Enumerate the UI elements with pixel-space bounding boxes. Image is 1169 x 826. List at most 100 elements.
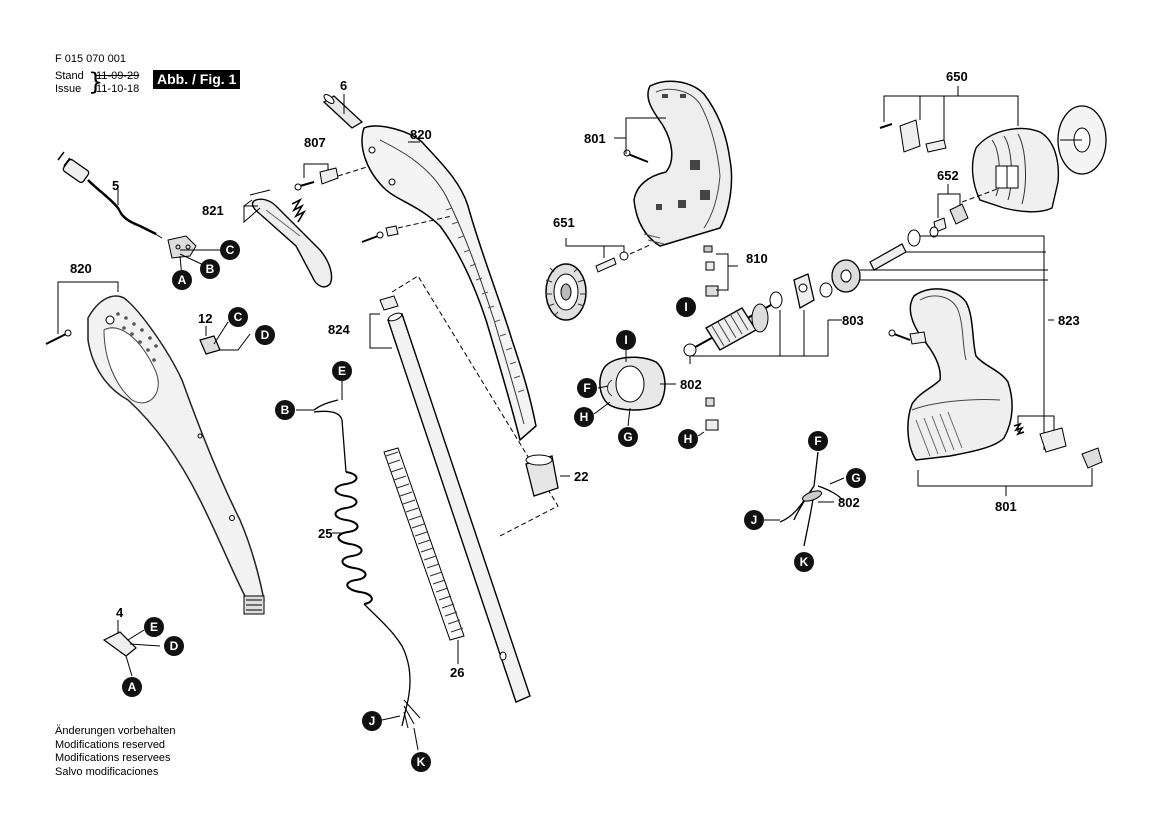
- connector-label: A: [178, 273, 187, 287]
- connector-label: F: [583, 381, 590, 395]
- dash-tube-frame: [391, 275, 559, 537]
- wheel-651: [545, 263, 587, 321]
- screw-801-upper: [623, 149, 649, 163]
- connector-label: B: [281, 403, 290, 417]
- connector-E-cable: E: [332, 361, 352, 381]
- guard-650: [971, 127, 1060, 213]
- stand-date: 11-09-29: [96, 70, 140, 82]
- bearing-small: [819, 282, 833, 298]
- brace-glyph: }: [88, 68, 104, 96]
- connector-label: E: [150, 620, 158, 634]
- main-housing-820: [361, 125, 537, 442]
- footer-line-de: Änderungen vorbehalten: [55, 725, 176, 737]
- leader-E-4: [127, 629, 145, 641]
- connector-A-4: A: [122, 677, 142, 697]
- part-label-810: 810: [746, 251, 768, 266]
- leader-K-cable: [413, 727, 419, 751]
- part-label-802-wire: 802: [838, 495, 860, 510]
- clip-801: [1039, 427, 1103, 469]
- part-label-803: 803: [842, 313, 864, 328]
- part-label-820-left: 820: [70, 261, 92, 276]
- wire-set-802: [779, 451, 843, 547]
- nut-652: [933, 203, 969, 233]
- modifications-note: Änderungen vorbehalten Modifications res…: [55, 725, 175, 779]
- footer-line-fr: Modifications reservees: [55, 752, 171, 764]
- stand-label: Stand: [55, 70, 84, 82]
- connector-D-12: D: [255, 325, 275, 345]
- connector-label: J: [369, 714, 376, 728]
- connector-C-clamp: C: [220, 240, 240, 260]
- coiled-cable-25: [313, 399, 421, 729]
- connector-A-clamp: A: [172, 270, 192, 290]
- connector-label: K: [417, 755, 426, 769]
- connector-J-wire: J: [744, 510, 764, 530]
- end-cap-22: [525, 454, 559, 497]
- connector-label: D: [170, 639, 179, 653]
- leader-810: [716, 253, 738, 291]
- footer-line-en: Modifications reserved: [55, 738, 166, 751]
- connector-B-cable: B: [275, 400, 295, 420]
- cable-clamp: [167, 235, 197, 259]
- issue-label: Issue: [55, 83, 82, 95]
- brush-holder-plate: [793, 273, 815, 310]
- grip-sleeve-6: [322, 94, 364, 129]
- dash-650: [961, 187, 1001, 203]
- document-code: F 015 070 001: [55, 53, 126, 65]
- connector-label: E: [338, 364, 346, 378]
- screw-807: [294, 181, 315, 191]
- dash-807: [337, 165, 371, 177]
- leader-H-802: [593, 401, 611, 415]
- connector-K-wire: K: [794, 552, 814, 572]
- gear-wheel: [831, 259, 861, 293]
- connector-F-802: F: [577, 378, 597, 398]
- connector-J-cable: J: [362, 711, 382, 731]
- leader-F-802: [597, 385, 609, 389]
- connector-label: G: [851, 471, 860, 485]
- part-label-650: 650: [946, 69, 968, 84]
- leader-651: [565, 238, 625, 258]
- part-label-651: 651: [553, 215, 575, 230]
- part-label-5: 5: [112, 178, 119, 193]
- connector-label: C: [234, 310, 243, 324]
- leader-12: [205, 321, 251, 351]
- dash-screw: [397, 215, 453, 229]
- connector-label: D: [261, 328, 270, 342]
- connector-H-terminal: H: [678, 429, 698, 449]
- connector-I-802: I: [616, 330, 636, 350]
- rear-handle-part: [87, 295, 265, 615]
- part-label-807: 807: [304, 135, 326, 150]
- spiral-hose-26: [383, 447, 465, 641]
- motor-housing-801-upper: [633, 80, 733, 247]
- carbon-brush-810: [703, 245, 719, 297]
- connector-K-cable: K: [411, 752, 431, 772]
- connector-H-802: H: [574, 407, 594, 427]
- spring-part: [291, 198, 307, 223]
- housing-screw: [361, 225, 399, 243]
- dash-651: [629, 243, 653, 255]
- part-label-25: 25: [318, 526, 332, 541]
- leader-652: [937, 193, 961, 218]
- part-label-802-field: 802: [680, 377, 702, 392]
- part-label-4: 4: [116, 605, 124, 620]
- leader-821b: [243, 189, 271, 207]
- connector-label: H: [580, 410, 589, 424]
- leader-650: [883, 95, 1019, 140]
- motor-housing-801-lower: [907, 288, 1013, 461]
- screw-801-lower: [888, 329, 927, 345]
- footer-line-es: Salvo modificaciones: [55, 765, 159, 778]
- figure-label: Abb. / Fig. 1: [153, 70, 241, 89]
- field-coil-802: [599, 356, 666, 411]
- part-label-824: 824: [328, 322, 350, 337]
- connector-label: B: [206, 262, 215, 276]
- tube-824: [387, 312, 531, 703]
- connector-C-12: C: [228, 307, 248, 327]
- leader-823-lines: [860, 235, 1048, 450]
- spring-801: [1013, 422, 1025, 436]
- leader-G-802: [627, 407, 631, 427]
- leader-824: [369, 313, 392, 349]
- leader-D-4: [129, 643, 161, 647]
- spindle-shaft: [869, 226, 939, 271]
- leader-807: [303, 163, 329, 178]
- leader-A-4: [125, 655, 133, 677]
